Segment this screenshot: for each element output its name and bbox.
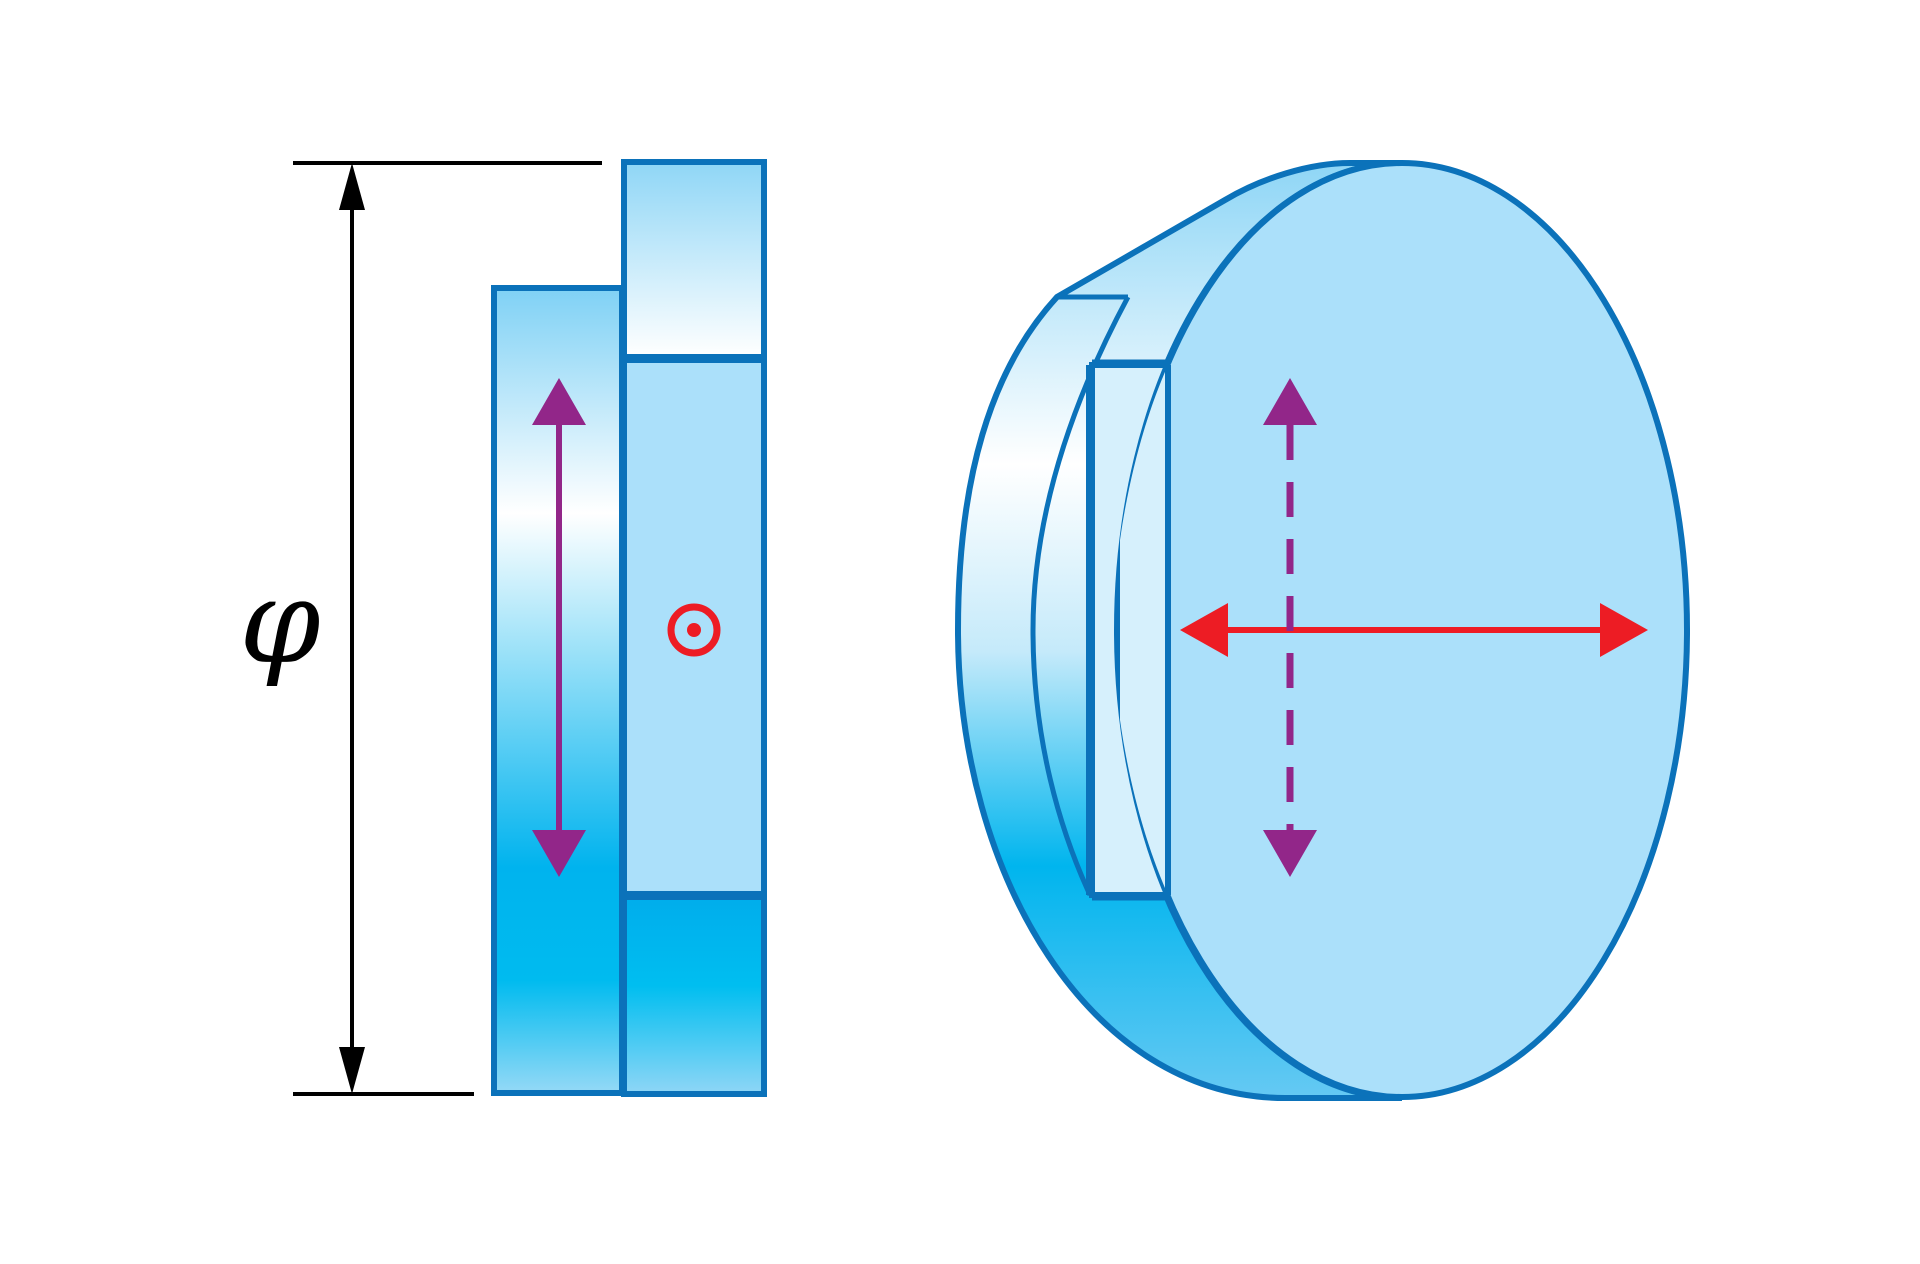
right-plate-bottom-block bbox=[621, 894, 767, 1097]
right-plate-top-block bbox=[621, 159, 767, 360]
out-of-plane-symbol bbox=[667, 603, 721, 657]
front-face-left-clip bbox=[1120, 365, 1168, 895]
purple-dashed-arrowhead-down bbox=[1263, 830, 1317, 877]
purple-vertical-arrow bbox=[532, 378, 586, 877]
purple-arrowhead-down bbox=[532, 830, 586, 877]
diameter-label: φ bbox=[239, 555, 320, 690]
diameter-dimension: φ bbox=[239, 161, 602, 1096]
red-arrowhead-left bbox=[1180, 603, 1228, 657]
top-slant-edge bbox=[1055, 197, 1227, 300]
purple-dashed-arrowhead-up bbox=[1263, 378, 1317, 425]
dimension-arrowhead-bottom bbox=[339, 1047, 365, 1094]
dimension-arrowhead-top bbox=[339, 163, 365, 210]
rim-inner-edge bbox=[1030, 295, 1131, 897]
perspective-view bbox=[954, 160, 1690, 1101]
side-section-view bbox=[491, 159, 767, 1097]
red-arrowhead-right bbox=[1600, 603, 1648, 657]
purple-arrowhead-up bbox=[532, 378, 586, 425]
purple-dashed-vertical-arrow bbox=[1263, 378, 1317, 877]
red-horizontal-arrow bbox=[1180, 603, 1648, 657]
